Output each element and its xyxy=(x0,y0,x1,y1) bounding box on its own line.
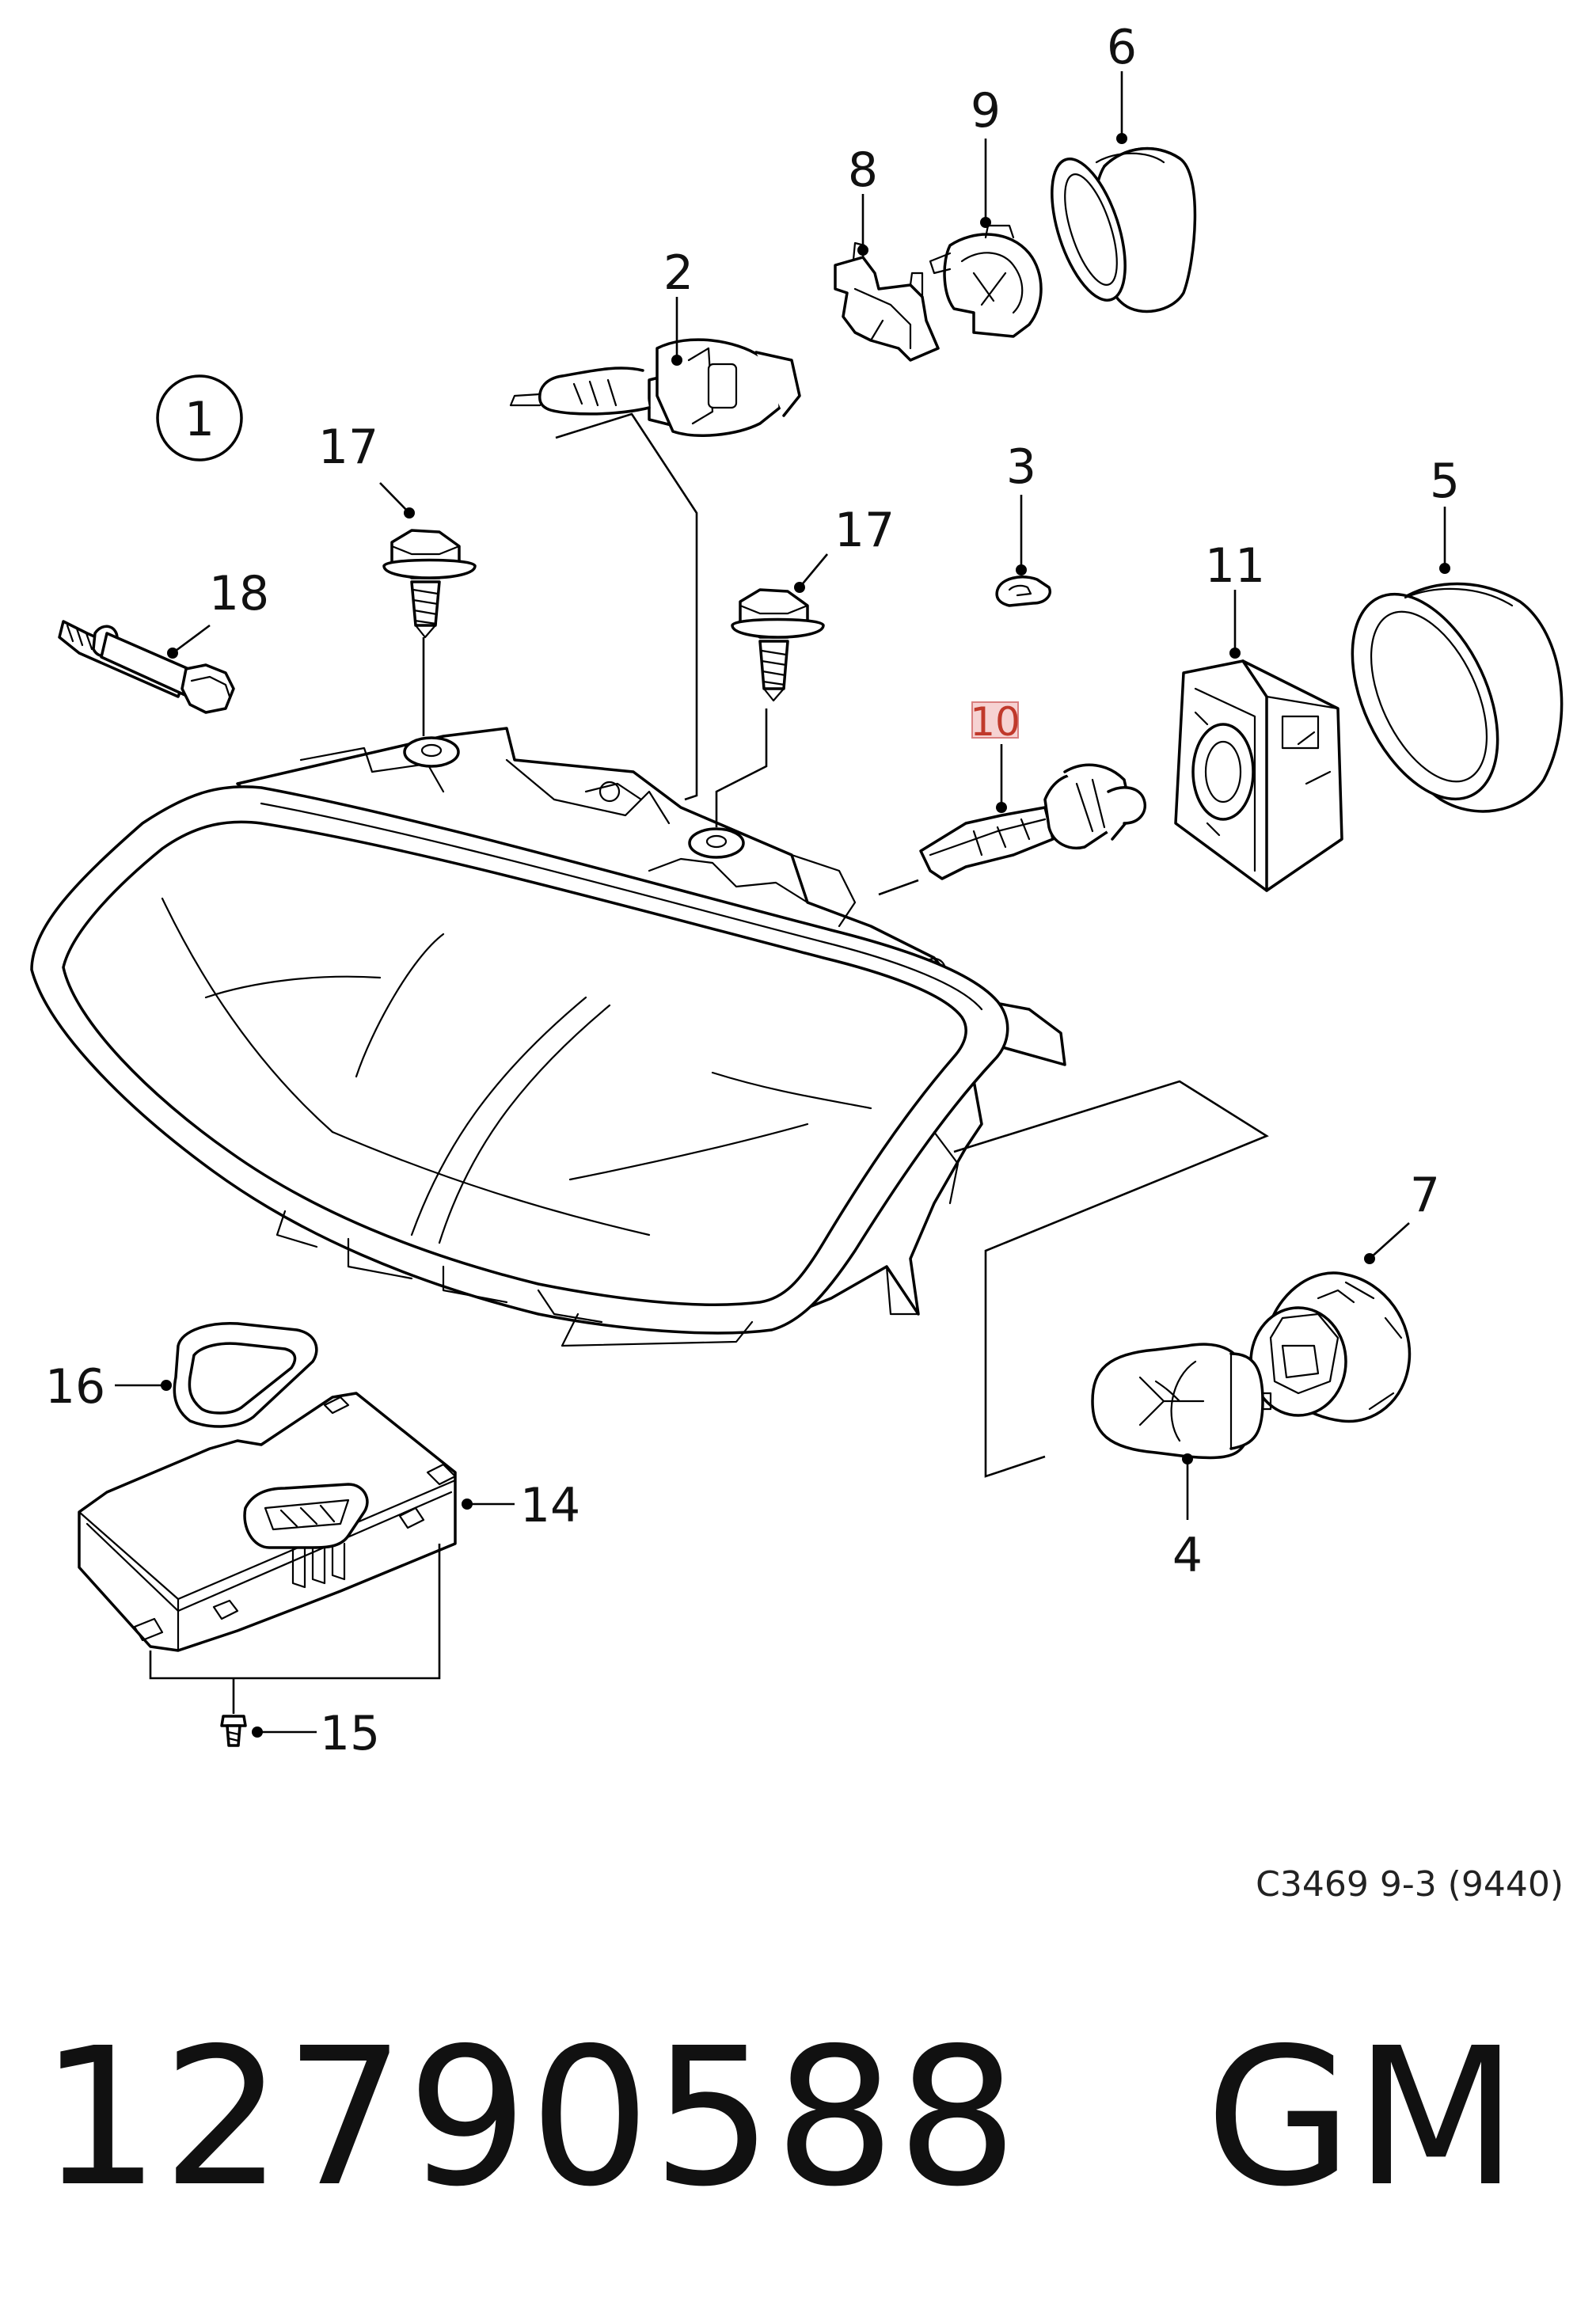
headlamp-housing xyxy=(30,727,1066,1347)
item-8-retainer-clip: 8 xyxy=(834,142,940,362)
item-1-callout: 1 xyxy=(156,374,243,462)
label-item-18: 18 xyxy=(209,566,269,621)
label-item-7: 7 xyxy=(1410,1168,1440,1223)
item-11-igniter-base: 11 xyxy=(1174,538,1343,892)
label-item-15: 15 xyxy=(320,1706,380,1761)
assembly-guide-lines xyxy=(422,412,1269,1478)
label-item-17b: 17 xyxy=(834,503,895,558)
part-number: 12790588 xyxy=(40,2007,1020,2228)
part-number-line: 12790588 GM xyxy=(40,2023,1519,2213)
item-10-xenon-bulb: 10 xyxy=(919,699,1146,880)
label-item-11: 11 xyxy=(1205,538,1265,594)
label-item-9: 9 xyxy=(971,83,1001,139)
label-item-6: 6 xyxy=(1107,20,1137,75)
item-3-clip: 3 xyxy=(995,439,1051,607)
item-14-ballast-unit: 14 xyxy=(78,1392,580,1680)
label-item-1: 1 xyxy=(184,392,215,447)
label-item-4: 4 xyxy=(1172,1528,1203,1583)
item-15-small-screw: 15 xyxy=(220,1678,380,1761)
brand-name: GM xyxy=(1205,2007,1520,2228)
label-item-14: 14 xyxy=(520,1478,580,1533)
label-item-5: 5 xyxy=(1430,454,1460,509)
label-item-16: 16 xyxy=(45,1359,105,1415)
label-item-8: 8 xyxy=(848,142,878,198)
item-5-rubber-cover: 5 xyxy=(1351,454,1564,813)
label-item-3: 3 xyxy=(1006,439,1036,495)
label-item-17a: 17 xyxy=(318,420,378,475)
diagram-reference-code: C3469 9-3 (9440) xyxy=(1256,1864,1564,1905)
highlight-box-item-10 xyxy=(971,701,1019,739)
label-item-2: 2 xyxy=(663,245,694,301)
label-item-10: 10 xyxy=(970,699,1020,745)
item-6-dust-cap: 6 xyxy=(1051,20,1197,313)
item-4-incandescent-bulb: 4 xyxy=(1091,1343,1272,1583)
item-16-gasket: 16 xyxy=(45,1322,318,1428)
item-18-bolt: 18 xyxy=(58,566,269,714)
item-17-screw-left: 17 xyxy=(318,420,477,639)
item-2-halogen-bulb: 2 xyxy=(509,245,801,437)
item-17-screw-right: 17 xyxy=(731,503,895,702)
item-9-bulb-holder: 9 xyxy=(929,83,1043,338)
item-7-bulb-socket: 7 xyxy=(1249,1168,1440,1423)
